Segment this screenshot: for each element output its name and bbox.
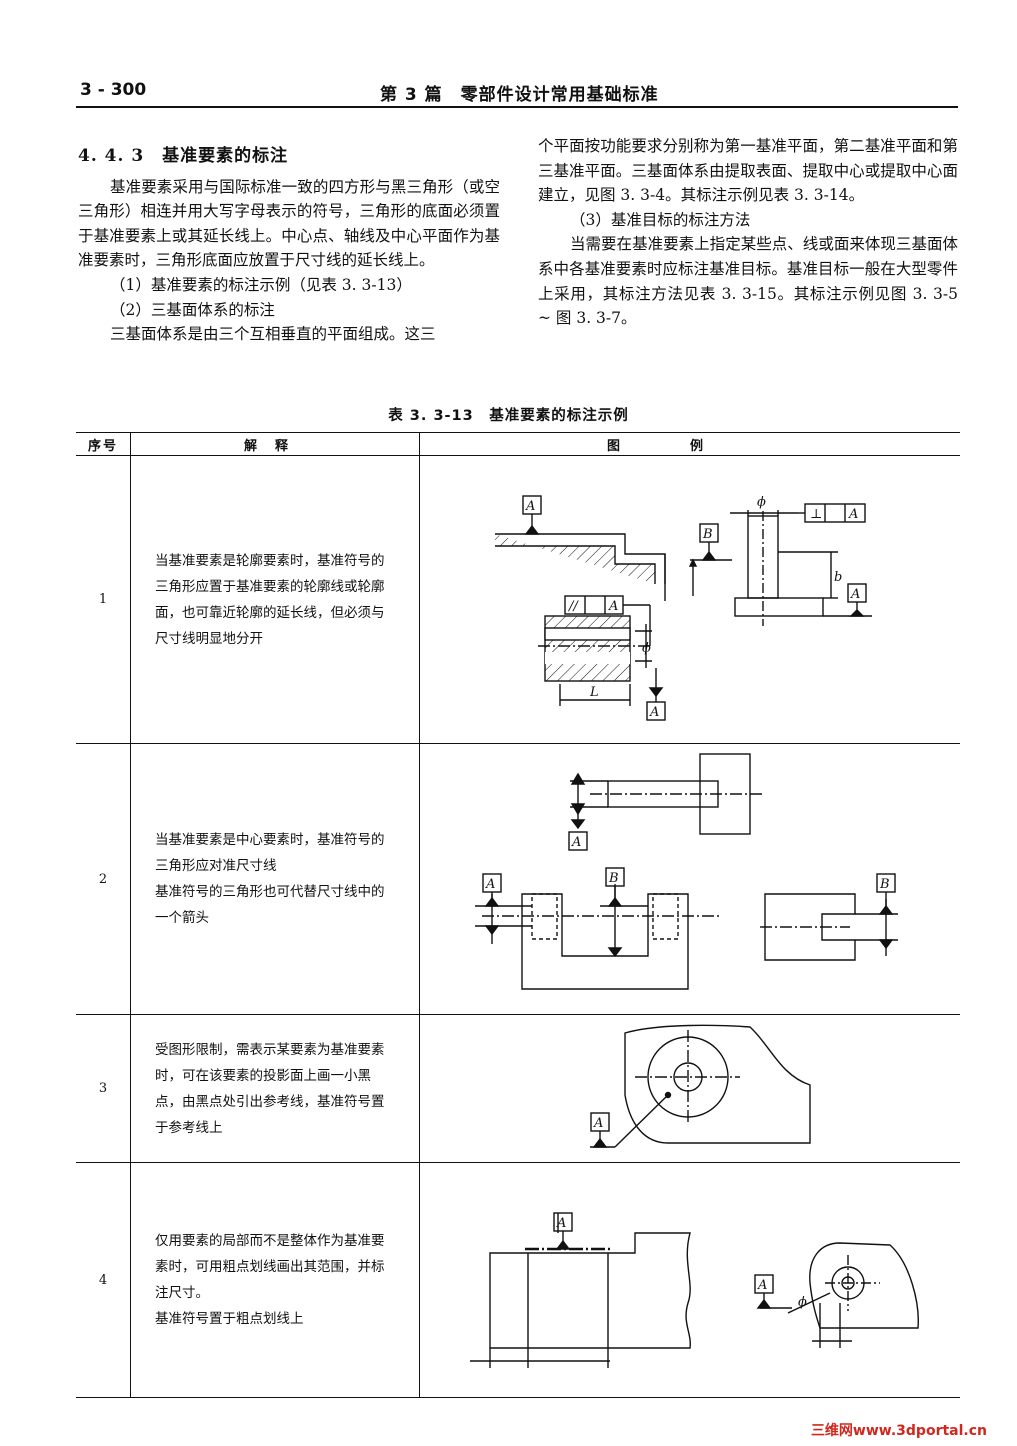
label-phi: ϕ bbox=[642, 641, 651, 656]
left-column: 4. 4. 3 基准要素的标注 基准要素采用与国际标准一致的四方形与黑三角形（或… bbox=[78, 144, 500, 347]
figure-2: A A B B bbox=[475, 753, 898, 990]
label-A: A bbox=[593, 1116, 603, 1131]
explain-line: 仅用要素的局部而不是整体作为基准要素时，可用粗点划线画出其范围，并标注尺寸。 bbox=[155, 1233, 385, 1301]
row-number: 2 bbox=[76, 743, 131, 1015]
label-A: A bbox=[850, 587, 860, 602]
table-row: 3 受图形限制，需表示某要素为基准要素时，可在该要素的投影面上画一小黑点，由黑点… bbox=[76, 1014, 960, 1163]
paragraph: 个平面按功能要求分别称为第一基准平面，第二基准平面和第三基准平面。三基面体系由提… bbox=[538, 137, 958, 205]
label-L: L bbox=[589, 685, 599, 700]
paragraph: （2）三基面体系的标注 bbox=[110, 300, 275, 319]
label-A: A bbox=[485, 877, 495, 892]
figure-cell: A B // A ϕ A L ϕ ⊥ A b A bbox=[419, 455, 960, 744]
part-title: 第 3 篇 零部件设计常用基础标准 bbox=[380, 85, 659, 105]
page-header: 3 - 300 第 3 篇 零部件设计常用基础标准 bbox=[0, 0, 1017, 110]
row-number: 1 bbox=[76, 455, 131, 744]
header-explain: 解释 bbox=[130, 432, 420, 456]
row-explanation: 当基准要素是中心要素时，基准符号的三角形应对准尺寸线 基准符号的三角形也可代替尺… bbox=[130, 743, 420, 1015]
paragraph: 三基面体系是由三个互相垂直的平面组成。这三 bbox=[110, 325, 436, 344]
paragraph: （3）基准目标的标注方法 bbox=[570, 210, 751, 229]
table-row: 4 仅用要素的局部而不是整体作为基准要素时，可用粗点划线画出其范围，并标注尺寸。… bbox=[76, 1162, 960, 1398]
header-rule bbox=[76, 106, 958, 108]
row-explanation: 受图形限制，需表示某要素为基准要素时，可在该要素的投影面上画一小黑点，由黑点处引… bbox=[130, 1014, 420, 1163]
table-row: 2 当基准要素是中心要素时，基准符号的三角形应对准尺寸线 基准符号的三角形也可代… bbox=[76, 743, 960, 1015]
table-caption: 表 3. 3-13 基准要素的标注示例 bbox=[388, 408, 629, 424]
label-B: B bbox=[702, 527, 713, 542]
label-perp: ⊥ bbox=[810, 507, 822, 522]
paragraph: （1）基准要素的标注示例（见表 3. 3-13） bbox=[110, 275, 412, 294]
paragraph: 当需要在基准要素上指定某些点、线或面来体现三基面体系中各基准要素时应标注基准目标… bbox=[538, 235, 958, 328]
datum-table: 序号 解释 图例 1 当基准要素是轮廓要素时，基准符号的三角形应置于基准要素的轮… bbox=[76, 432, 960, 1398]
label-phi: ϕ bbox=[798, 1295, 807, 1310]
right-column: 个平面按功能要求分别称为第一基准平面，第二基准平面和第三基准平面。三基面体系由提… bbox=[538, 134, 958, 331]
label-b: b bbox=[834, 570, 842, 585]
figure-cell: A A B B bbox=[419, 743, 960, 1015]
row-explanation: 仅用要素的局部而不是整体作为基准要素时，可用粗点划线画出其范围，并标注尺寸。 基… bbox=[130, 1162, 420, 1398]
figure-3: A bbox=[590, 1024, 811, 1148]
label-A: A bbox=[571, 835, 581, 850]
figure-4: A A ϕ bbox=[470, 1212, 919, 1368]
explain-line: 基准符号的三角形也可代替尺寸线中的一个箭头 bbox=[155, 884, 385, 926]
label-A: A bbox=[608, 599, 618, 614]
row-number: 4 bbox=[76, 1162, 131, 1398]
label-A: A bbox=[649, 705, 659, 720]
row-explanation: 当基准要素是轮廓要素时，基准符号的三角形应置于基准要素的轮廓线或轮廓面，也可靠近… bbox=[130, 455, 420, 744]
row-number: 3 bbox=[76, 1014, 131, 1163]
figure-1: A B // A ϕ A L ϕ ⊥ A b A bbox=[495, 495, 872, 721]
label-A: A bbox=[757, 1278, 767, 1293]
label-phi: ϕ bbox=[757, 495, 766, 510]
label-A: A bbox=[525, 499, 535, 514]
label-B: B bbox=[608, 871, 619, 886]
table-header-row: 序号 解释 图例 bbox=[76, 432, 960, 456]
header-figure: 图例 bbox=[419, 432, 960, 456]
section-heading: 4. 4. 3 基准要素的标注 bbox=[78, 146, 289, 166]
paragraph: 基准要素采用与国际标准一致的四方形与黑三角形（或空三角形）相连并用大写字母表示的… bbox=[78, 177, 500, 270]
label-parallel: // bbox=[567, 599, 579, 614]
figure-cell: A bbox=[419, 1014, 960, 1163]
explain-line: 当基准要素是轮廓要素时，基准符号的三角形应置于基准要素的轮廓线或轮廓面，也可靠近… bbox=[155, 552, 385, 647]
figure-cell: A A ϕ bbox=[419, 1162, 960, 1398]
explain-line: 受图形限制，需表示某要素为基准要素时，可在该要素的投影面上画一小黑点，由黑点处引… bbox=[155, 1041, 385, 1136]
explain-line: 基准符号置于粗点划线上 bbox=[155, 1311, 304, 1327]
label-A: A bbox=[556, 1216, 566, 1231]
header-no: 序号 bbox=[76, 432, 131, 456]
table-row: 1 当基准要素是轮廓要素时，基准符号的三角形应置于基准要素的轮廓线或轮廓面，也可… bbox=[76, 455, 960, 744]
label-A: A bbox=[848, 507, 858, 522]
watermark: 三维网www.3dportal.cn bbox=[810, 1423, 987, 1439]
page-number: 3 - 300 bbox=[80, 80, 147, 100]
label-B: B bbox=[879, 877, 890, 892]
explain-line: 当基准要素是中心要素时，基准符号的三角形应对准尺寸线 bbox=[155, 832, 385, 874]
